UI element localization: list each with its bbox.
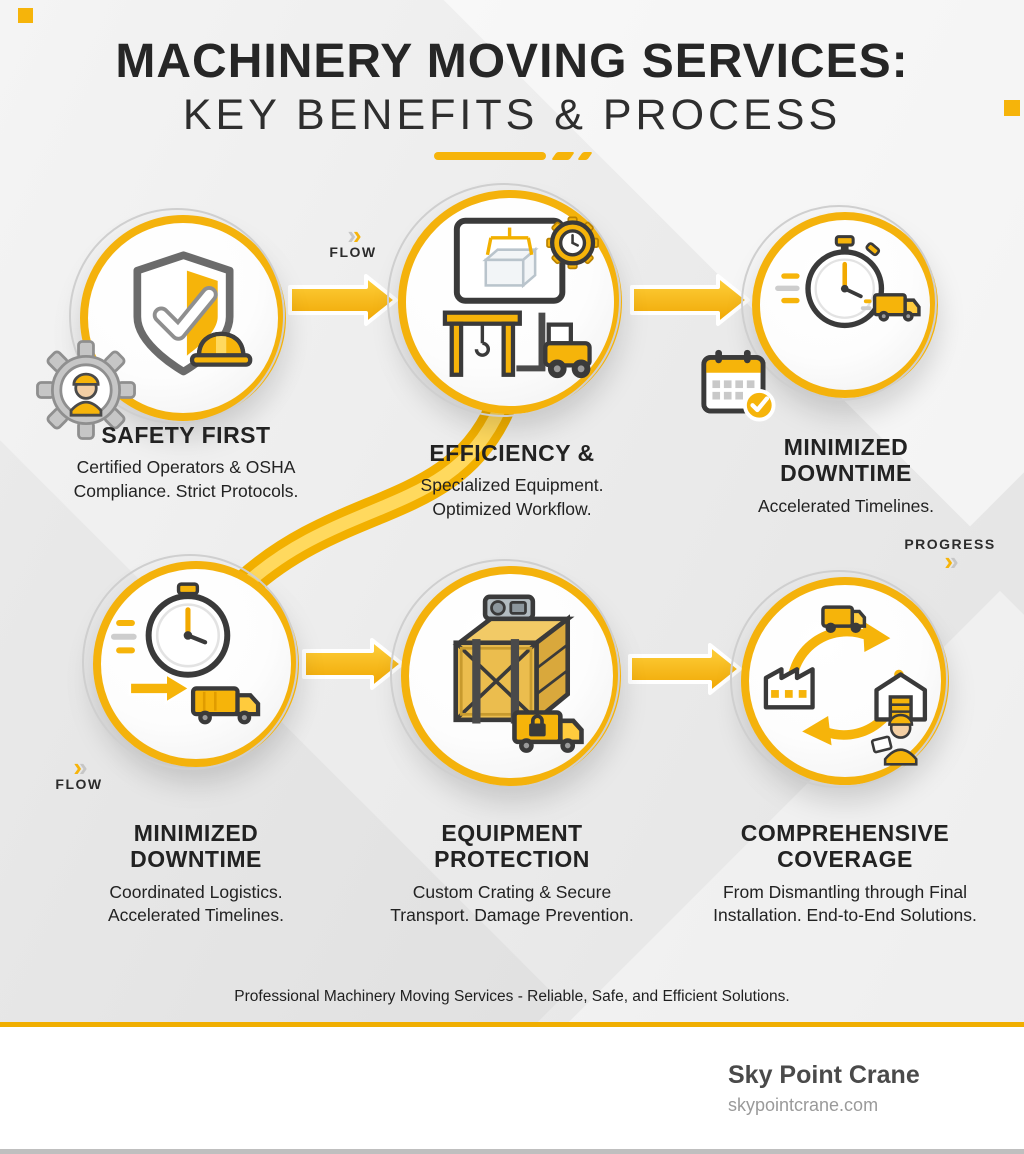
- title-underline: [0, 152, 1024, 160]
- node-title: MINIMIZED DOWNTIME: [130, 820, 262, 873]
- tablet-crane-forklift-icon: [443, 216, 600, 379]
- flow-band-highlight: [239, 401, 507, 591]
- node-circle-efficiency: [387, 183, 622, 417]
- brand-name: Sky Point Crane: [728, 1061, 920, 1089]
- node-title: COMPREHENSIVE COVERAGE: [740, 820, 950, 873]
- accent-square: [18, 8, 33, 23]
- double-chevron-icon: ››: [347, 220, 361, 250]
- underline-bar: [434, 152, 546, 160]
- website-link[interactable]: skypointcrane.com: [728, 1095, 879, 1115]
- page-title-line2: KEY BENEFITS & PROCESS: [182, 91, 842, 139]
- calendar-check-icon-wrap: [700, 346, 786, 432]
- node-equipment-protection: EQUIPMENT PROTECTION Custom Crating & Se…: [382, 820, 642, 927]
- stopwatch-truck-icon: [774, 234, 921, 328]
- node-minimized-downtime-bottom: MINIMIZED DOWNTIME Coordinated Logistics…: [66, 820, 326, 927]
- shield-check-icon: [132, 250, 252, 375]
- header: MACHINERY MOVING SERVICES: KEY BENEFITS …: [0, 34, 1024, 160]
- node-title: SAFETY FIRST: [101, 422, 271, 448]
- node-efficiency: EFFICIENCY & Specialized Equipment. Opti…: [380, 440, 644, 521]
- progress-label-text: PROGRESS: [904, 536, 996, 552]
- page-title-line1: MACHINERY MOVING SERVICES:: [115, 35, 909, 88]
- double-chevron-icon: ››: [73, 752, 87, 782]
- footer: Sky Point Crane skypointcrane.com: [0, 1027, 1024, 1154]
- flow-label-text: FLOW: [55, 776, 103, 792]
- node-circle-minimized-downtime-top: [741, 205, 938, 401]
- gear-worker-icon-wrap: [30, 334, 142, 446]
- underline-dash: [551, 152, 575, 160]
- tagline: Professional Machinery Moving Services -…: [234, 988, 790, 1005]
- crate-secure-truck-icon: [452, 594, 584, 754]
- accent-divider: [0, 1022, 1024, 1027]
- node-circle-equipment-protection: [390, 559, 621, 789]
- gear-clock-icon: [546, 216, 600, 270]
- flow-label-bottom: ›› FLOW: [44, 752, 114, 792]
- flow-label-text: FLOW: [329, 244, 377, 260]
- flow-label-top: ›› FLOW: [318, 220, 388, 260]
- node-description: Accelerated Timelines.: [757, 495, 935, 516]
- progress-label: PROGRESS ››: [900, 536, 1000, 576]
- stopwatch-arrow-truck-icon: [110, 581, 260, 724]
- node-description: Specialized Equipment. Optimized Workflo…: [420, 475, 604, 519]
- accent-square: [1004, 100, 1020, 116]
- double-chevron-icon: ››: [944, 546, 958, 576]
- block-arrow-icon: [302, 638, 404, 690]
- node-comprehensive-coverage: COMPREHENSIVE COVERAGE From Dismantling …: [700, 820, 990, 927]
- block-arrow-icon: [630, 274, 750, 326]
- node-description: From Dismantling through Final Installat…: [713, 881, 977, 925]
- node-title: EQUIPMENT PROTECTION: [434, 820, 590, 873]
- block-arrow-icon: [288, 274, 398, 326]
- node-title: MINIMIZED DOWNTIME: [780, 434, 912, 487]
- node-safety-first: SAFETY FIRST Certified Operators & OSHA …: [56, 422, 316, 503]
- node-description: Certified Operators & OSHA Compliance. S…: [73, 457, 299, 501]
- block-arrow-icon: [628, 643, 742, 695]
- node-circle-safety-first: [69, 208, 286, 424]
- node-circle-minimized-downtime-bottom: [82, 554, 299, 770]
- node-circle-comprehensive-coverage: [730, 570, 949, 788]
- logistics-cycle-icon: [763, 604, 927, 766]
- node-minimized-downtime-top: MINIMIZED DOWNTIME Accelerated Timelines…: [718, 434, 974, 518]
- underline-dash: [577, 152, 593, 160]
- node-title: EFFICIENCY &: [429, 440, 595, 466]
- node-description: Coordinated Logistics. Accelerated Timel…: [107, 881, 285, 925]
- calendar-check-icon: [701, 349, 776, 422]
- node-description: Custom Crating & Secure Transport. Damag…: [390, 881, 634, 925]
- bottom-edge-bar: [0, 1149, 1024, 1154]
- brand-block: Sky Point Crane skypointcrane.com: [728, 1061, 920, 1116]
- gear-worker-icon: [36, 340, 136, 440]
